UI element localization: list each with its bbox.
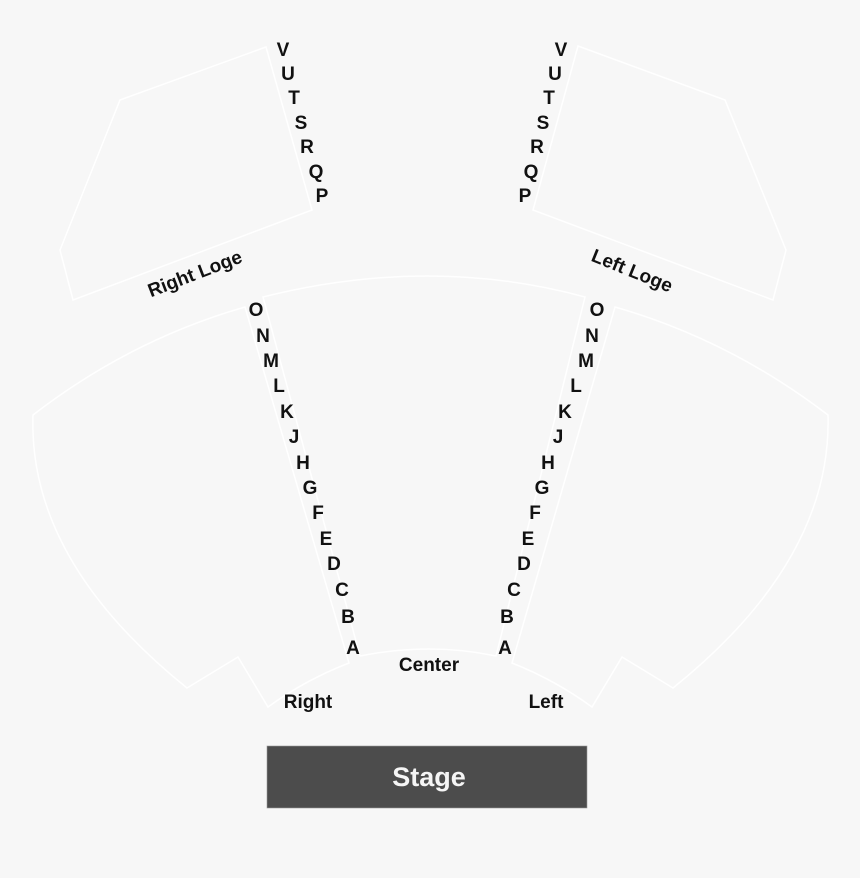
row-label: O — [249, 300, 264, 321]
section-left-loge[interactable] — [532, 45, 787, 301]
section-right-loge[interactable] — [59, 46, 313, 301]
row-label: J — [289, 427, 300, 448]
row-label: G — [535, 478, 550, 499]
row-label: M — [263, 351, 279, 372]
row-label: P — [519, 186, 532, 207]
stage-block — [266, 745, 588, 809]
stage: Stage — [266, 745, 588, 809]
section-label-right: Right — [284, 692, 333, 713]
left-aisle-row-labels: O N M L K J H G F E D C B A — [498, 300, 604, 659]
right-aisle-row-labels: O N M L K J H G F E D C B A — [249, 300, 361, 659]
row-label: P — [316, 186, 329, 207]
row-label: T — [288, 88, 300, 109]
row-label: S — [537, 113, 550, 134]
left-loge-row-labels: V U T S R Q P — [519, 40, 568, 207]
row-label: C — [507, 580, 521, 601]
section-label-left: Left — [529, 692, 565, 713]
row-label: A — [498, 638, 512, 659]
row-label: K — [280, 402, 294, 423]
row-label: B — [341, 607, 355, 628]
row-label: B — [500, 607, 514, 628]
section-left[interactable] — [511, 306, 829, 709]
row-label: R — [300, 137, 314, 158]
row-label: E — [522, 529, 535, 550]
row-label: U — [548, 64, 562, 85]
row-label: N — [256, 326, 270, 347]
row-label: L — [570, 376, 582, 397]
row-label: R — [530, 137, 544, 158]
right-loge-row-labels: V U T S R Q P — [277, 40, 329, 207]
row-label: O — [590, 300, 605, 321]
section-label-center: Center — [399, 655, 460, 676]
stage-label: Stage — [392, 762, 466, 792]
section-right[interactable] — [32, 306, 350, 709]
row-label: Q — [309, 162, 324, 183]
row-label: F — [529, 503, 541, 524]
row-label: J — [553, 427, 564, 448]
row-label: D — [327, 554, 341, 575]
row-label: F — [312, 503, 324, 524]
row-label: Q — [524, 162, 539, 183]
row-label: H — [541, 453, 555, 474]
row-label: H — [296, 453, 310, 474]
row-label: S — [295, 113, 308, 134]
row-label: G — [303, 478, 318, 499]
row-label: V — [277, 40, 290, 61]
row-label: E — [320, 529, 333, 550]
row-label: D — [517, 554, 531, 575]
row-label: N — [585, 326, 599, 347]
row-label: M — [578, 351, 594, 372]
section-center[interactable] — [262, 275, 586, 657]
row-label: L — [273, 376, 285, 397]
row-label: U — [281, 64, 295, 85]
row-label: A — [346, 638, 360, 659]
row-label: C — [335, 580, 349, 601]
row-label: V — [555, 40, 568, 61]
row-label: K — [558, 402, 572, 423]
row-label: T — [543, 88, 555, 109]
